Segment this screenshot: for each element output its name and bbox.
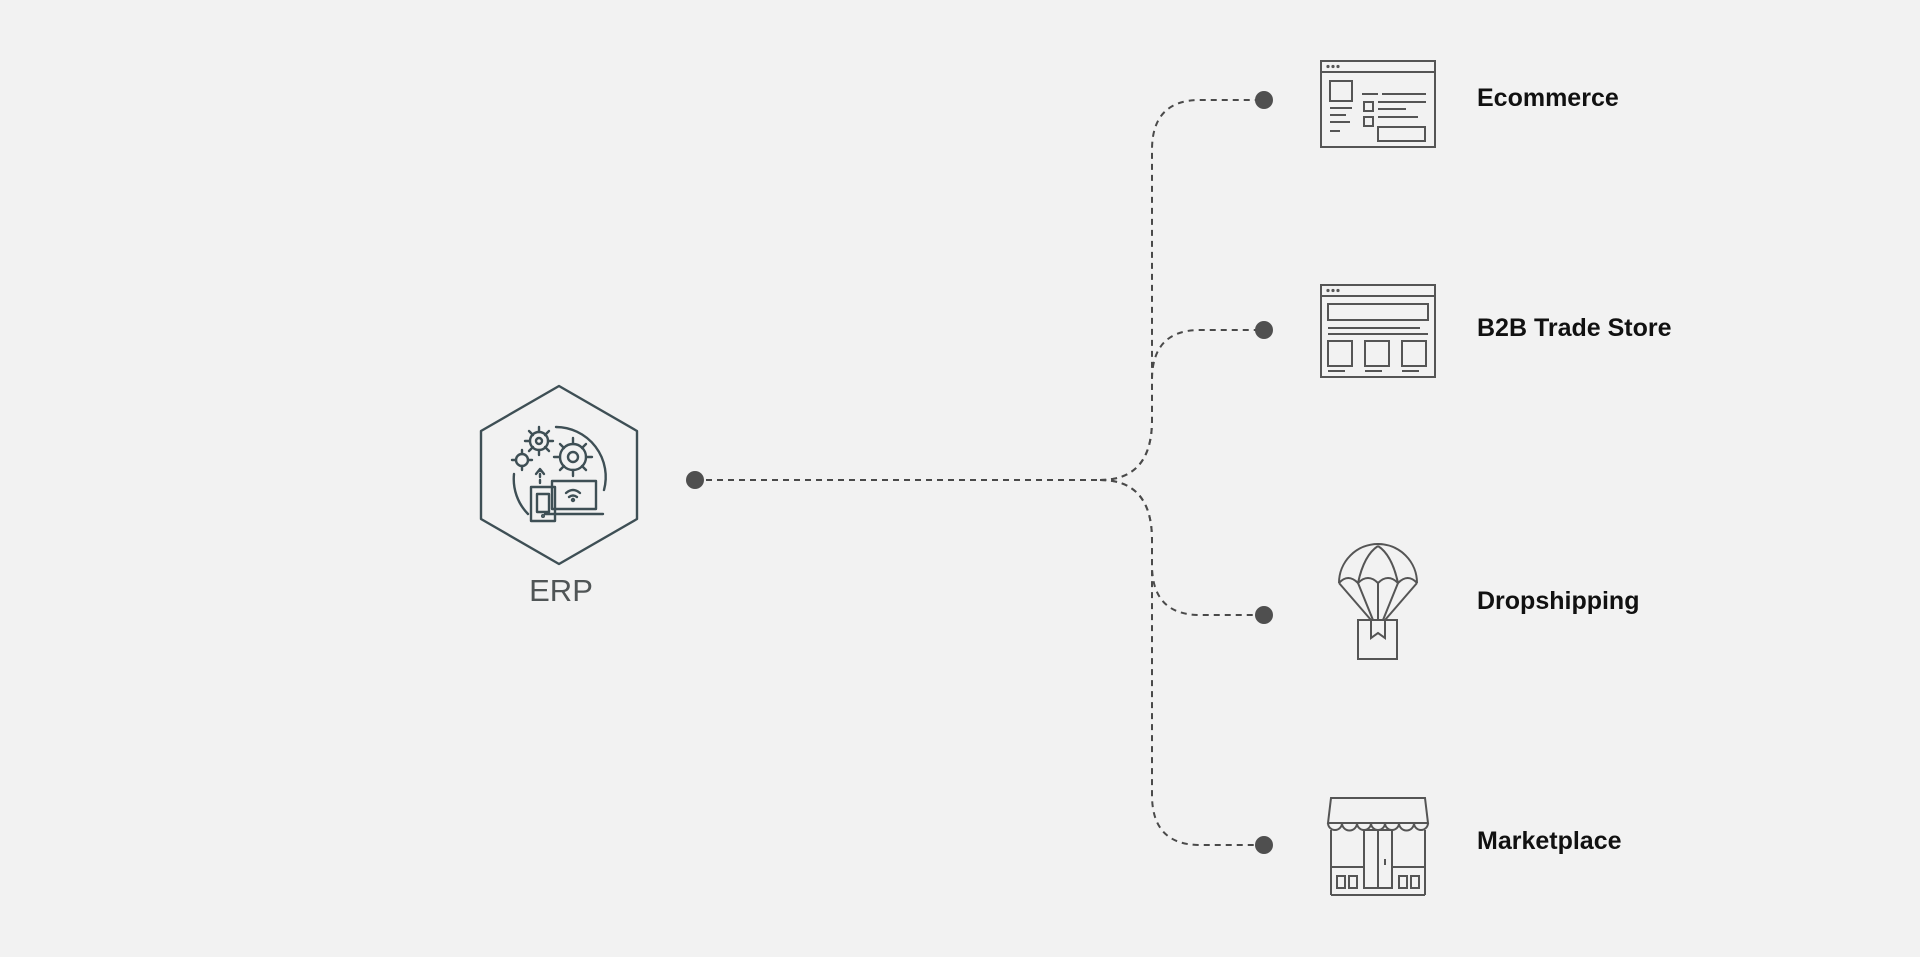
hub-label: ERP xyxy=(529,573,593,608)
connectors xyxy=(686,91,1273,854)
storefront-icon xyxy=(1326,797,1430,896)
connector-dot-ecommerce xyxy=(1255,91,1273,109)
target-dropshipping: Dropshipping xyxy=(1338,543,1639,660)
parachute-box-icon xyxy=(1338,543,1418,660)
ecommerce-webpage-icon xyxy=(1320,60,1436,148)
connector-dot-hub xyxy=(686,471,704,489)
erp-gears-devices-icon xyxy=(479,384,639,566)
target-marketplace: Marketplace xyxy=(1326,797,1622,896)
connector-ecommerce xyxy=(1099,99,1262,481)
b2b-webpage-icon xyxy=(1320,284,1436,378)
connector-dot-b2b xyxy=(1255,321,1273,339)
connector-dropshipping xyxy=(1099,479,1262,616)
target-label-marketplace: Marketplace xyxy=(1477,827,1622,855)
target-label-ecommerce: Ecommerce xyxy=(1477,84,1619,112)
connector-b2b xyxy=(1099,329,1262,481)
target-label-b2b: B2B Trade Store xyxy=(1477,314,1672,342)
erp-hub: ERP xyxy=(479,384,639,608)
connector-dot-dropshipping xyxy=(1255,606,1273,624)
target-label-dropshipping: Dropshipping xyxy=(1477,587,1639,615)
target-b2b: B2B Trade Store xyxy=(1320,284,1672,378)
target-ecommerce: Ecommerce xyxy=(1320,60,1619,148)
connector-marketplace xyxy=(1099,479,1262,846)
connector-dot-marketplace xyxy=(1255,836,1273,854)
